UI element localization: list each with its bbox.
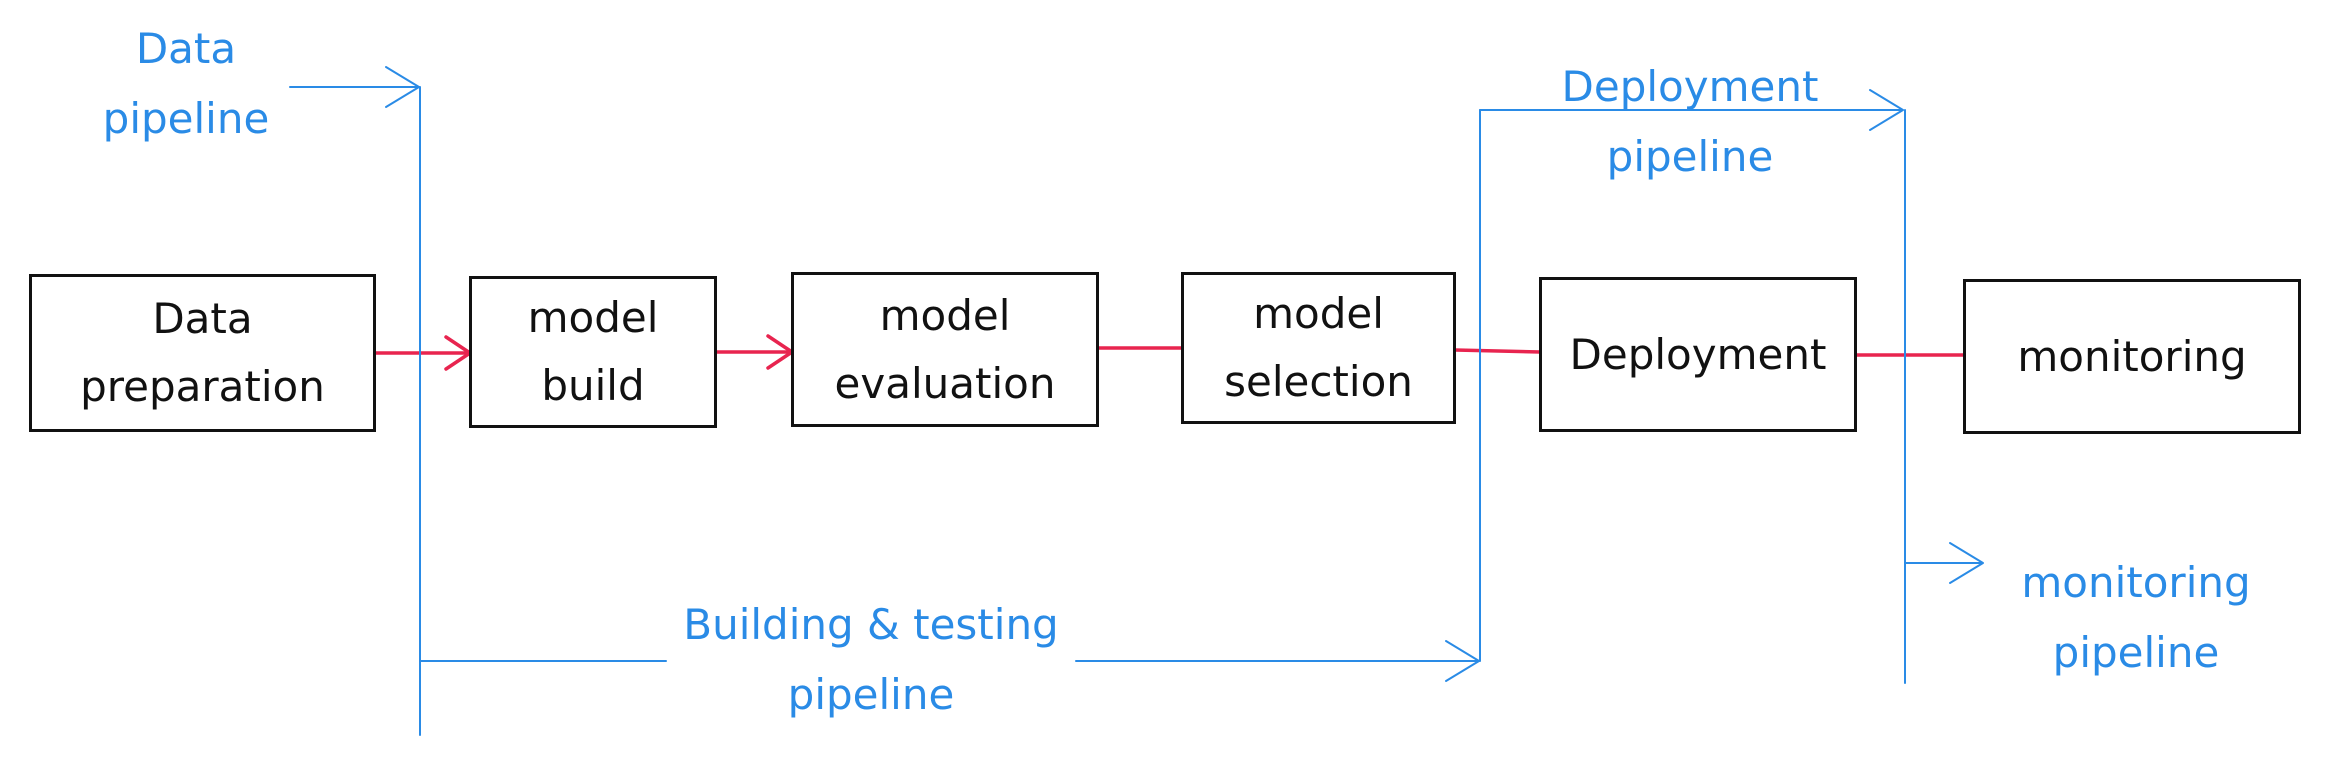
building-testing-pipeline-label: Building & testing pipeline: [683, 600, 1059, 719]
connector-selection-to-deployment: [1453, 348, 1542, 354]
stage-label: model build: [527, 293, 659, 410]
data-pipeline-arrow: [289, 66, 420, 108]
stage-model-build: model build: [469, 276, 717, 428]
monitoring-pipeline-arrow: [1904, 542, 1984, 584]
arrow-data-prep-to-model-build: [373, 335, 472, 371]
pipeline-lines: [289, 66, 1984, 736]
stage-data-preparation: Data preparation: [29, 274, 376, 432]
stage-model-selection: model selection: [1181, 272, 1456, 424]
stage-connectors: [373, 334, 1966, 371]
stage-deployment: Deployment: [1539, 277, 1857, 432]
deployment-pipeline-label: Deployment pipeline: [1561, 62, 1819, 181]
stage-label: model selection: [1224, 289, 1413, 406]
stage-label: monitoring: [2017, 331, 2247, 381]
monitoring-pipeline-label: monitoring pipeline: [2021, 558, 2251, 677]
arrow-model-build-to-model-evaluation: [714, 334, 794, 370]
stage-label: model evaluation: [834, 290, 1056, 408]
deployment-pipeline-arrow: [1479, 89, 1904, 131]
stage-label: Deployment: [1569, 329, 1827, 379]
stage-model-evaluation: model evaluation: [791, 272, 1099, 427]
stage-label: Data preparation: [80, 294, 325, 411]
data-pipeline-label: Data pipeline: [102, 24, 270, 143]
stage-monitoring: monitoring: [1963, 279, 2301, 434]
